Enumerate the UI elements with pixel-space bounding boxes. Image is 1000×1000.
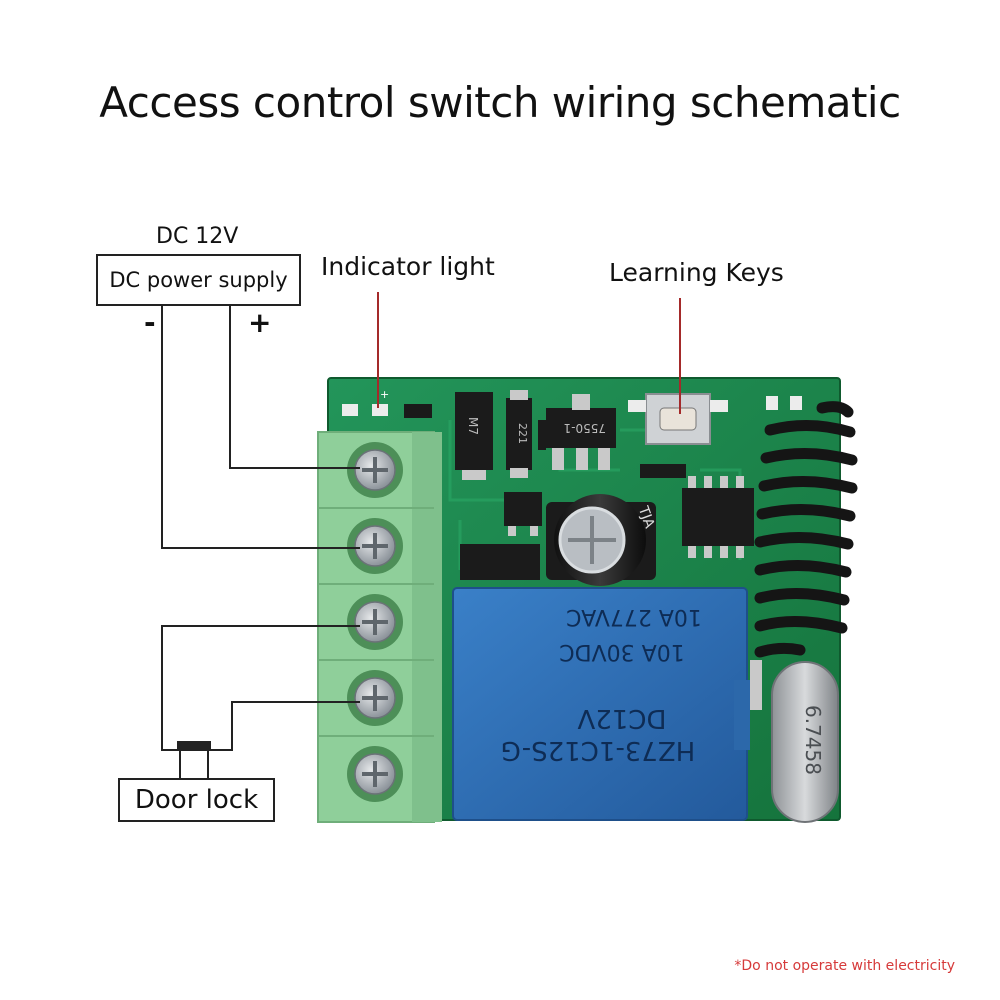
door-lock-wires [161,625,360,778]
warning-note: *Do not operate with electricity [734,958,955,974]
indicator-light-label: Indicator light [321,252,495,281]
indicator-led: + [342,388,432,418]
terminal-screw-4 [347,670,403,726]
lock-wire-1 [161,625,360,778]
led-plus-mark: + [380,388,389,401]
power-supply-label: DC power supply [109,268,288,292]
diode-m7: M7 [455,392,493,480]
relay-coil-voltage: DC12V [577,703,666,733]
lock-wire-2 [207,701,360,778]
relay-model: HZ73-1C12S-G [501,735,696,765]
terminal-screw-5 [347,746,403,802]
learning-key-button [628,393,728,445]
terminal-screw-2 [347,518,403,574]
regulator-7550: 7550-1 [546,394,616,470]
smd-components [538,396,802,478]
transistor [504,492,542,536]
crystal-mark: 6.7458 [801,705,825,775]
chip-221-mark: 221 [516,423,529,444]
door-lock-label: Door lock [134,785,259,815]
relay-rating-ac: 10A 277VAC [566,604,702,629]
door-lock-box: Door lock [118,778,275,822]
electrolytic-capacitor: TJA [546,494,657,586]
learning-keys-label: Learning Keys [609,258,784,287]
power-supply-box: DC power supply [96,254,301,306]
positive-wire [229,306,360,469]
negative-terminal-label: - [144,306,156,339]
voltage-label: DC 12V [156,224,239,249]
chip-221: 221 [506,390,532,478]
diode-block [460,544,540,580]
page-title: Access control switch wiring schematic [99,78,901,127]
crystal-resonator: 6.7458 [750,660,839,823]
diode-m7-mark: M7 [466,417,480,435]
terminal-screw-1 [347,442,403,498]
relay: 10A 277VAC 10A 30VDC DC12V HZ73-1C12S-G [452,587,750,821]
relay-rating-dc: 10A 30VDC [559,639,684,664]
terminal-screw-3 [347,594,403,650]
ic-chip [682,476,754,558]
power-wires [161,306,360,549]
antenna-coil [754,401,858,658]
negative-wire [161,306,360,549]
regulator-mark: 7550-1 [563,421,606,435]
capacitor-mark: TJA [634,503,657,530]
positive-terminal-label: + [248,306,272,339]
